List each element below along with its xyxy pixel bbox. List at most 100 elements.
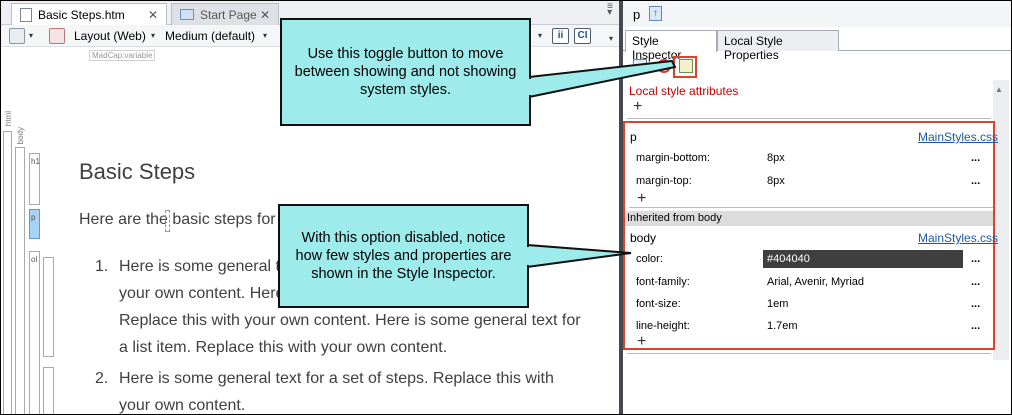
pane-splitter[interactable] <box>619 1 623 414</box>
step-line: Replace this with your own content. Here… <box>119 312 581 329</box>
stylesheet-link[interactable]: MainStyles.css <box>918 231 999 245</box>
more-options-button[interactable]: ... <box>971 152 981 164</box>
view-icon[interactable] <box>9 28 25 44</box>
property-value[interactable]: #404040 <box>763 250 963 268</box>
tab-start-page[interactable]: Start Page ✕ <box>171 3 279 25</box>
property-row[interactable]: font-family: Arial, Avenir, Myriad ... <box>636 273 986 293</box>
property-name: font-size: <box>636 298 681 310</box>
property-name: line-height: <box>636 320 690 332</box>
add-local-attribute-button[interactable]: + <box>633 98 643 115</box>
property-name: margin-top: <box>636 175 692 187</box>
tab-label: Start Page <box>200 7 257 22</box>
property-row[interactable]: line-height: 1.7em ... <box>636 317 986 337</box>
list-item[interactable]: 2. Here is some general text for a set o… <box>95 365 595 414</box>
step-line: Here is some general t <box>119 258 280 275</box>
property-value: 8px <box>767 175 785 187</box>
more-options-button[interactable]: ... <box>971 253 981 265</box>
document-icon <box>20 7 32 22</box>
selection-marker <box>165 210 170 232</box>
structure-h1-block[interactable] <box>29 153 40 205</box>
step-line: a list item. Replace this with your own … <box>119 339 448 356</box>
more-options-button[interactable]: ... <box>971 175 981 187</box>
inspector-tab-bar: Style Inspector Local Style Properties <box>623 29 1011 62</box>
more-options-button[interactable]: ... <box>971 298 981 310</box>
tab-label: Basic Steps.htm <box>38 7 125 22</box>
structure-html-block[interactable] <box>3 131 12 414</box>
tab-basic-steps[interactable]: Basic Steps.htm ✕ <box>11 3 167 25</box>
property-row[interactable]: font-size: 1em ... <box>636 295 986 315</box>
madcap-variable-tag: MadCap:variable <box>89 50 156 61</box>
stylesheet-icon[interactable] <box>633 59 647 73</box>
intro-paragraph[interactable]: Here are the basic steps for u <box>79 211 289 228</box>
structure-p-label: p <box>31 213 36 222</box>
callout-toggle-system-styles: Use this toggle button to move between s… <box>280 18 531 126</box>
property-name: font-family: <box>636 276 690 288</box>
divider <box>629 207 993 208</box>
local-style-attributes-label: Local style attributes <box>629 84 739 98</box>
start-page-icon <box>180 9 194 20</box>
structure-li-block[interactable] <box>43 257 54 357</box>
more-options-button[interactable]: ... <box>971 276 981 288</box>
close-icon[interactable]: ✕ <box>147 7 158 22</box>
steps-list: 1. Here is some general t your own conte… <box>95 253 595 414</box>
clear-styles-icon[interactable] <box>657 59 671 73</box>
list-item[interactable]: 1. Here is some general t your own conte… <box>95 253 595 361</box>
step-line: Here is some general text for a set of s… <box>119 370 554 387</box>
selection-bar: p ↑ <box>623 1 1011 27</box>
step-number: 2. <box>95 370 109 387</box>
vertical-scrollbar[interactable] <box>993 80 1009 360</box>
show-system-styles-toggle-icon[interactable] <box>679 59 693 73</box>
property-value: 1em <box>767 298 789 310</box>
page-title[interactable]: Basic Steps <box>79 159 196 184</box>
structure-p-block[interactable] <box>29 209 40 239</box>
property-value: Arial, Avenir, Myriad <box>767 276 865 288</box>
property-name: margin-bottom: <box>636 152 710 164</box>
chevron-down-icon[interactable]: ▾ <box>538 31 543 40</box>
structure-body-label: body <box>16 127 25 145</box>
step-line: your own content. Here <box>119 285 285 302</box>
property-value: 1.7em <box>767 320 798 332</box>
property-name: color: <box>636 253 663 265</box>
selector-name: body <box>630 231 657 245</box>
property-value: 8px <box>767 152 785 164</box>
callout-option-disabled: With this option disabled, notice how fe… <box>278 204 529 308</box>
property-row[interactable]: color: #404040 ... <box>636 250 986 270</box>
structure-bar: html body h1 p ol <box>1 105 63 414</box>
more-options-button[interactable]: ... <box>971 320 981 332</box>
conditions-icon[interactable]: CI <box>574 28 591 44</box>
property-row[interactable]: margin-bottom: 8px ... <box>636 149 986 169</box>
tab-local-style-properties[interactable]: Local Style Properties <box>717 30 839 62</box>
tab-style-inspector[interactable]: Style Inspector <box>625 30 717 62</box>
tab-overflow-icon[interactable]: ≡▾ <box>607 1 613 18</box>
structure-h1-label: h1 <box>31 157 40 166</box>
structure-ol-label: ol <box>31 255 38 264</box>
chevron-down-icon[interactable]: ▾ <box>29 31 34 40</box>
step-line: your own content. <box>119 397 246 414</box>
structure-ol-block[interactable] <box>29 251 40 414</box>
highlight-frame: p MainStyles.css margin-bottom: 8px ... … <box>623 121 999 350</box>
stylesheet-link[interactable]: MainStyles.css <box>918 130 999 144</box>
add-property-button[interactable]: + <box>637 333 647 350</box>
show-icon[interactable]: ii <box>552 28 569 44</box>
inherited-from-header: Inherited from body <box>625 211 993 226</box>
tracking-icon[interactable] <box>49 28 65 44</box>
select-parent-icon[interactable]: ↑ <box>649 6 662 21</box>
selector-name: p <box>630 130 637 144</box>
medium-dropdown[interactable]: Medium (default) <box>165 29 256 43</box>
selected-tag: p <box>633 7 641 22</box>
chevron-down-icon[interactable]: ▾ <box>151 31 156 40</box>
structure-html-label: html <box>4 111 13 127</box>
close-icon[interactable]: ✕ <box>259 7 270 22</box>
step-number: 1. <box>95 258 109 275</box>
layout-dropdown[interactable]: Layout (Web) <box>74 29 146 43</box>
style-inspector-pane: p ↑ Style Inspector Local Style Properti… <box>623 1 1011 414</box>
structure-body-block[interactable] <box>15 147 25 414</box>
structure-li-block[interactable] <box>43 367 54 414</box>
scroll-up-icon[interactable]: ▲ <box>995 85 1003 94</box>
divider <box>627 353 991 354</box>
property-row[interactable]: margin-top: 8px ... <box>636 172 986 192</box>
chevron-down-icon[interactable]: ▾ <box>263 31 268 40</box>
chevron-down-icon[interactable]: ▾ <box>609 34 614 43</box>
add-property-button[interactable]: + <box>637 190 647 207</box>
